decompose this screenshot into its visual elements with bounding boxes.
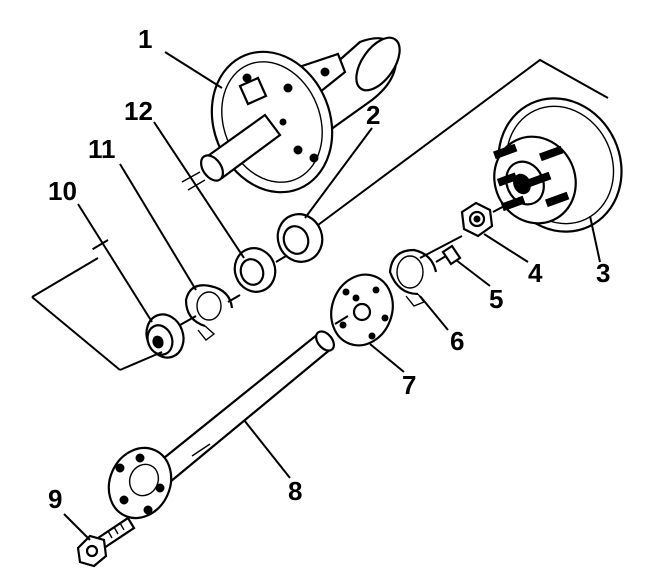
callout-1: 1 (138, 24, 152, 54)
leader-11 (119, 163, 197, 291)
callout-labels: 1 2 3 4 5 6 7 8 9 10 11 12 (48, 24, 610, 514)
leader-7 (369, 343, 405, 373)
bearing (145, 313, 185, 359)
inner-seal (276, 213, 324, 263)
leader-6 (419, 295, 449, 331)
callout-2: 2 (366, 100, 380, 130)
gasket (330, 273, 394, 347)
callout-9: 9 (48, 484, 62, 514)
callout-7: 7 (402, 370, 416, 400)
retainer-ring (184, 284, 234, 341)
leader-12 (153, 121, 245, 259)
callout-10: 10 (48, 176, 77, 206)
leader-2 (304, 127, 373, 219)
callout-5: 5 (489, 284, 503, 314)
callout-8: 8 (288, 476, 302, 506)
callout-3: 3 (596, 258, 610, 288)
callout-11: 11 (88, 134, 116, 164)
callout-4: 4 (528, 258, 543, 288)
brake-drum-hub (492, 97, 623, 233)
callout-6: 6 (450, 326, 464, 356)
key (441, 244, 462, 266)
leader-lines (63, 51, 601, 541)
flange-bolt (76, 516, 136, 568)
leader-5 (455, 259, 491, 287)
wheel-studs (492, 143, 570, 212)
adjusting-nut (460, 201, 494, 238)
axle-housing (181, 36, 401, 194)
leader-9 (63, 513, 91, 541)
axle-shaft (107, 330, 335, 520)
seal (233, 247, 277, 293)
callout-12: 12 (124, 96, 153, 126)
leader-1 (164, 51, 223, 89)
assembly-lines (31, 58, 609, 371)
leader-10 (77, 203, 153, 323)
leader-8 (243, 419, 291, 479)
leader-3 (589, 215, 601, 263)
leader-4 (483, 233, 529, 263)
retaining-ring (388, 248, 438, 307)
